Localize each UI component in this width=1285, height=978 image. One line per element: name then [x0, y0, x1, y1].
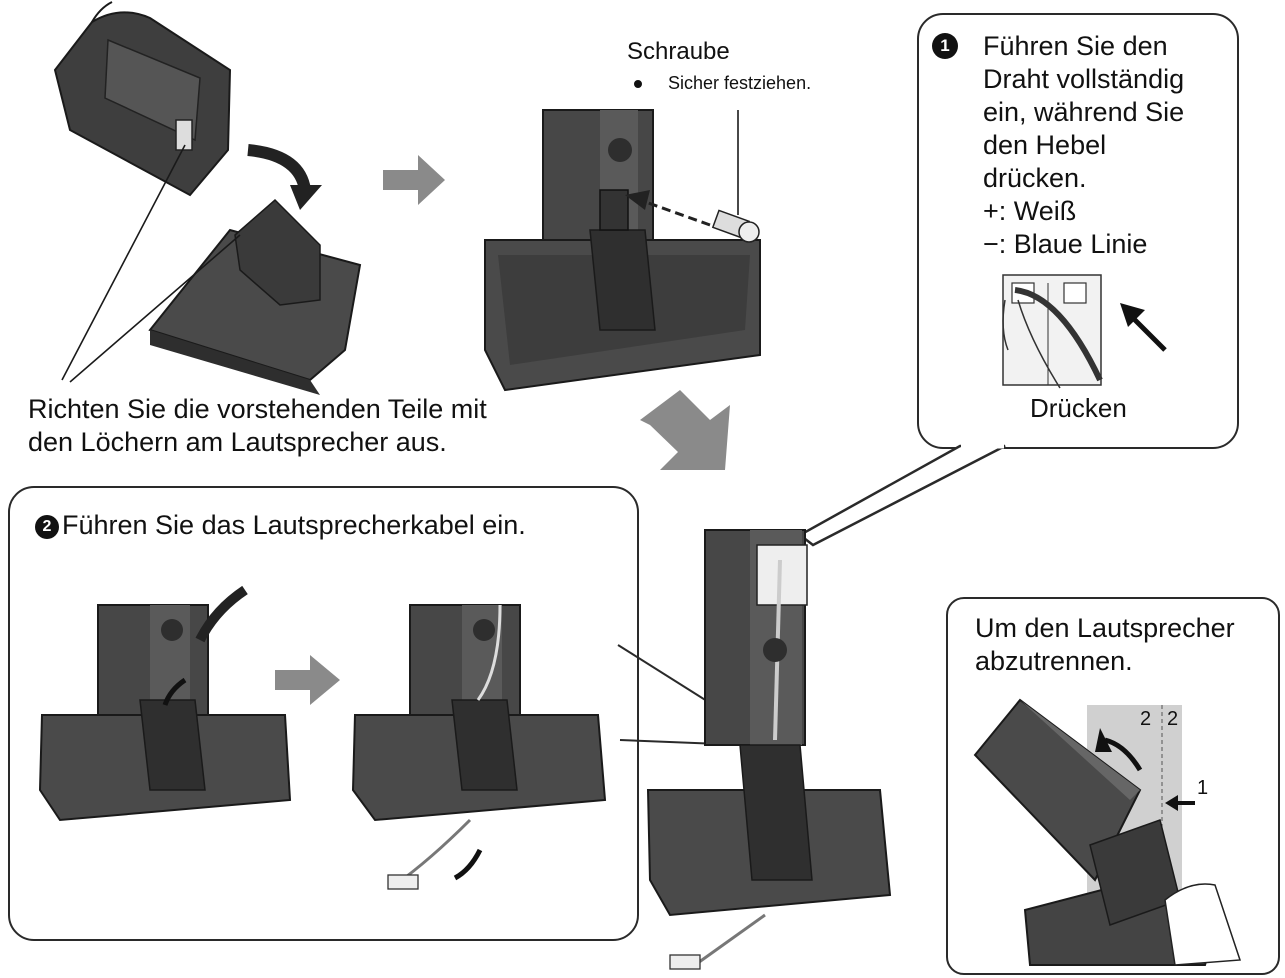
detach-step-number-right: 2: [1167, 708, 1179, 730]
polarity-plus: +: Weiß: [983, 196, 1077, 226]
detach-title-line2: abzutrennen.: [975, 646, 1133, 676]
detach-step-number-one: 1: [1197, 777, 1209, 799]
stand-with-screw-illustration: [484, 109, 761, 392]
screw-note: Sicher festziehen.: [668, 73, 812, 93]
detach-step-number-left: 2: [1140, 708, 1152, 730]
step1-marker: 1: [932, 33, 958, 59]
down-arrow-icon: [640, 373, 730, 470]
press-label: Drücken: [1030, 393, 1127, 423]
polarity-minus: −: Blaue Linie: [983, 229, 1148, 259]
screw-label: Schraube: [627, 38, 730, 65]
step1-line-2: ein, während Sie: [983, 97, 1185, 127]
bullet-icon: [634, 80, 642, 88]
screw-icon: [711, 209, 760, 243]
step2-marker: 2: [35, 515, 59, 539]
step1-line-0: Führen Sie den: [983, 31, 1168, 61]
speaker-bottom-illustration: [53, 1, 232, 197]
align-instruction-line2: den Löchern am Lautsprecher aus.: [28, 427, 447, 457]
detach-title-line1: Um den Lautsprecher: [975, 613, 1235, 643]
align-instruction-line1: Richten Sie die vorstehenden Teile mit: [28, 394, 487, 424]
step1-line-3: den Hebel: [983, 130, 1107, 160]
step1-line-4: drücken.: [983, 163, 1087, 193]
step2-title: Führen Sie das Lautsprecherkabel ein.: [62, 510, 526, 540]
step1-line-1: Draht vollständig: [983, 64, 1185, 94]
